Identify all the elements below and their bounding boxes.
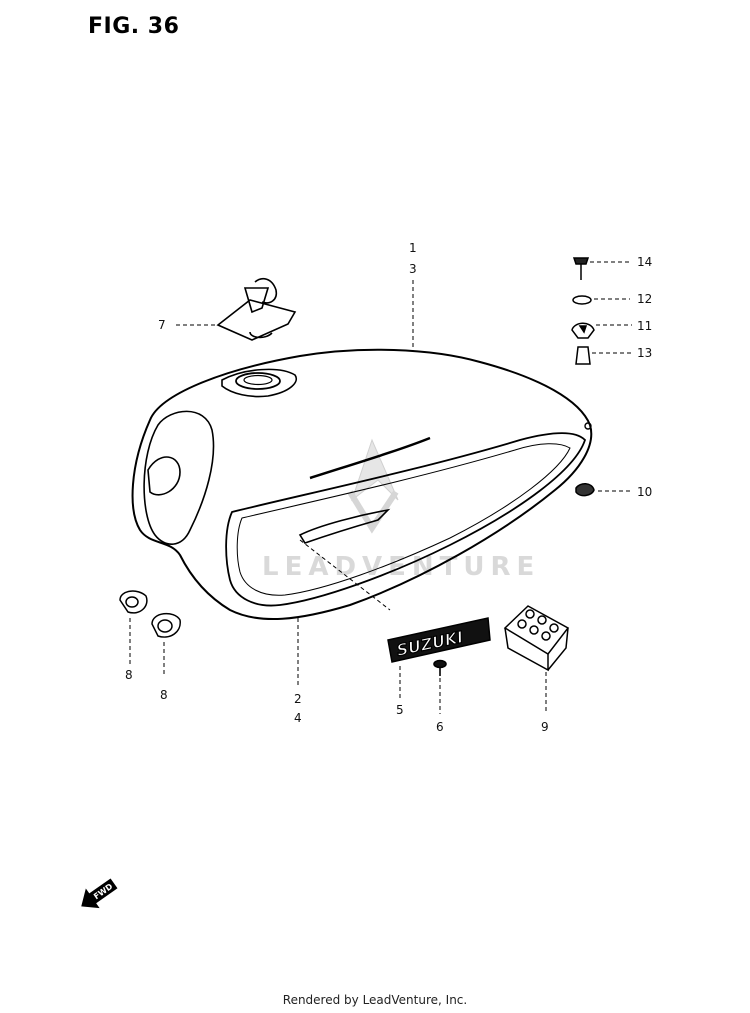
- callout-4: 4: [294, 711, 302, 725]
- fuel-tank: [131, 348, 593, 621]
- leadventure-watermark: LEADVENTURE: [262, 438, 540, 582]
- figure-title: FIG. 36: [88, 14, 180, 39]
- watermark-text: LEADVENTURE: [262, 552, 540, 582]
- callout-7: 7: [158, 318, 166, 332]
- callout-14: 14: [637, 255, 652, 269]
- callout-5: 5: [396, 703, 404, 717]
- callout-11: 11: [637, 319, 652, 333]
- fuel-cap-part: [216, 277, 297, 341]
- callout-8-left: 8: [125, 668, 133, 682]
- rubber-grommets: [119, 590, 181, 638]
- callout-3: 3: [409, 262, 417, 276]
- callout-8-right: 8: [160, 688, 168, 702]
- forward-arrow-icon: FWD: [81, 878, 118, 909]
- leader-lines: [129, 261, 632, 714]
- callout-2: 2: [294, 692, 302, 706]
- callout-1: 1: [409, 241, 417, 255]
- footer-credit: Rendered by LeadVenture, Inc.: [282, 993, 468, 1007]
- mounting-hardware: [571, 257, 595, 497]
- callout-10: 10: [637, 485, 652, 499]
- callout-labels: 1 3 2 4 5 6 7 8 8 9 10 11 12 13 14: [125, 241, 652, 734]
- callout-12: 12: [637, 292, 652, 306]
- screw-part: [433, 659, 447, 676]
- callout-13: 13: [637, 346, 652, 360]
- callout-6: 6: [436, 720, 444, 734]
- tank-emblem: SUZUKI: [387, 617, 491, 663]
- tank-pad-part: [503, 605, 570, 672]
- callout-9: 9: [541, 720, 549, 734]
